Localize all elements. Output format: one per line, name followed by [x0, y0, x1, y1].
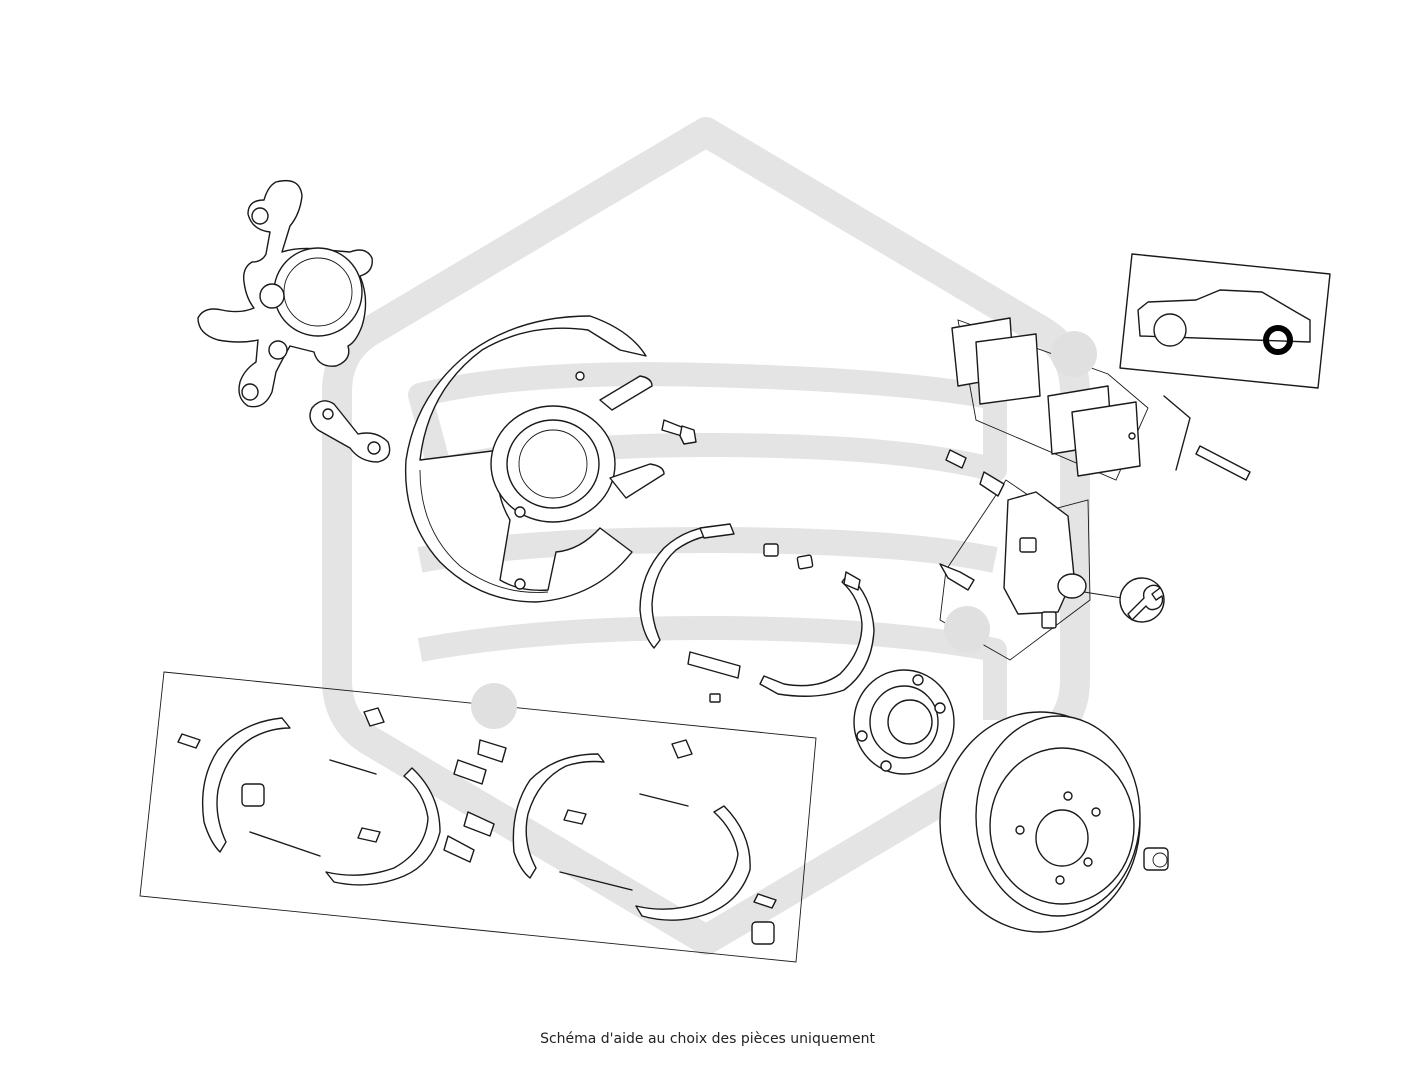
- hotspot-rear-wheel[interactable]: [1156, 316, 1184, 344]
- diagram-caption: Schéma d'aide au choix des pièces unique…: [540, 1031, 875, 1047]
- mounting-bolts: [443, 739, 507, 863]
- parking-brake-shoe-left: [639, 523, 735, 649]
- hotspot-brake-pads[interactable]: [1051, 331, 1097, 377]
- wheel-hub: [853, 669, 955, 775]
- brake-caliper: [939, 479, 1091, 661]
- parking-brake-shoe-right: [759, 571, 875, 697]
- bleed-screw: [939, 449, 1005, 591]
- wheel-bolt: [1143, 847, 1169, 871]
- brake-pads: [951, 317, 1149, 481]
- brake-shoe-kit: [139, 671, 817, 963]
- hotspot-brake-shoe-kit[interactable]: [471, 683, 517, 729]
- shield-bolt: [661, 419, 697, 445]
- wheel-carrier: [197, 179, 373, 408]
- dust-shield: [404, 315, 665, 603]
- brake-disc: [939, 711, 1141, 933]
- wrench-icon: [1083, 577, 1165, 623]
- pad-pin: [1163, 395, 1251, 481]
- hotspot-brake-caliper[interactable]: [944, 606, 990, 652]
- adjuster-parts: [687, 543, 814, 703]
- car-position-icon: [1119, 253, 1331, 389]
- bracket-plate: [309, 400, 391, 463]
